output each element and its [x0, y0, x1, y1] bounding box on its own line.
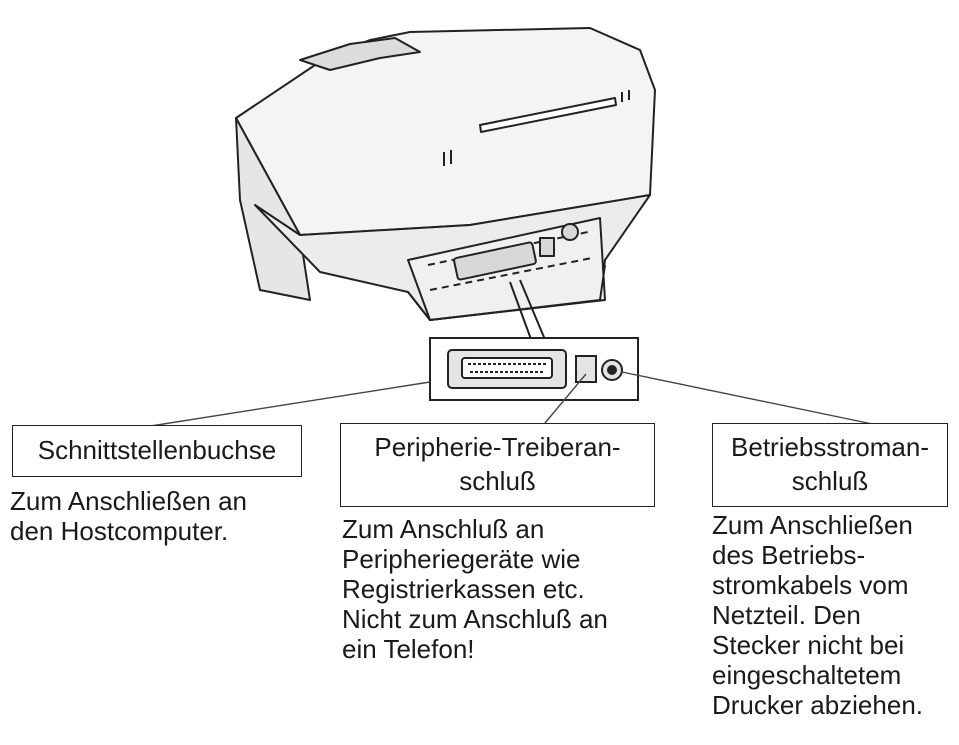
- peripheral-connector-zoom: [575, 355, 597, 383]
- printer-front-face: [235, 117, 311, 301]
- power-label-title-line2: schluß: [791, 466, 869, 496]
- zoom-pointer-left: [509, 281, 533, 343]
- leader-line-peripheral: [544, 373, 587, 424]
- vent-left: [443, 150, 452, 166]
- interface-label-title: Schnittstellenbuchse: [37, 435, 277, 466]
- interface-description: Zum Anschließen an den Hostcomputer.: [10, 486, 248, 546]
- peripheral-label-title-line2: schluß: [459, 466, 536, 496]
- connector-zoom-box: [429, 337, 639, 401]
- power-label-title-line1: Betriebsstroman-: [731, 432, 929, 463]
- leader-line-interface: [137, 381, 431, 429]
- peripheral-port-on-printer: [539, 237, 555, 257]
- interface-label-box: Schnittstellenbuchse: [12, 425, 302, 477]
- paper-output-slot: [479, 97, 617, 133]
- peripheral-description: Zum Anschluß an Peripheriegeräte wie Reg…: [342, 514, 608, 664]
- paper-slot: [299, 37, 421, 71]
- power-port-on-printer: [561, 223, 579, 241]
- power-label-box: Betriebsstroman- schluß: [712, 423, 948, 507]
- peripheral-label-box: Peripherie-Treiberan- schluß: [340, 423, 655, 507]
- peripheral-label-title-line1: Peripherie-Treiberan-: [374, 432, 621, 463]
- printer-base: [407, 264, 606, 321]
- interface-port-on-printer: [453, 241, 537, 281]
- zoom-pointer-right: [519, 279, 547, 343]
- leader-line-power: [621, 371, 883, 427]
- power-description: Zum Anschließen des Betriebs- stromkabel…: [712, 510, 923, 720]
- vent-right: [621, 90, 630, 102]
